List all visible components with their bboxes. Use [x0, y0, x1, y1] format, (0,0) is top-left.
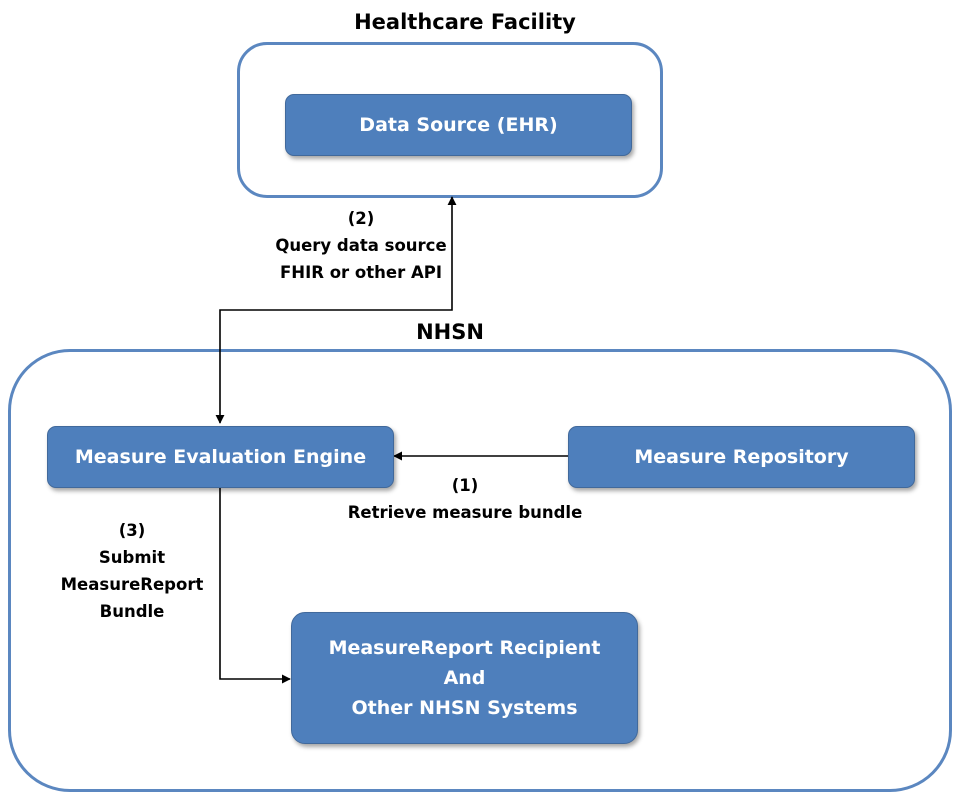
measure-evaluation-engine-node: Measure Evaluation Engine: [47, 426, 394, 488]
measure-repository-label: Measure Repository: [634, 446, 849, 468]
nhsn-title: NHSN: [416, 320, 484, 344]
query-step-title: Query data source: [275, 236, 447, 255]
retrieve-edge-label: (1) Retrieve measure bundle: [330, 472, 600, 526]
measure-repository-node: Measure Repository: [568, 426, 915, 488]
retrieve-step-number: (1): [451, 476, 479, 495]
query-step-detail: FHIR or other API: [280, 263, 442, 282]
recipient-line-2: And: [443, 667, 486, 689]
submit-edge-label: (3) Submit MeasureReport Bundle: [52, 517, 212, 625]
query-step-number: (2): [347, 209, 375, 228]
measurereport-recipient-node: MeasureReport Recipient And Other NHSN S…: [291, 612, 638, 744]
healthcare-facility-title: Healthcare Facility: [354, 10, 576, 34]
submit-step-line-1: Submit: [98, 548, 166, 567]
data-source-ehr-node: Data Source (EHR): [285, 94, 632, 156]
recipient-line-3: Other NHSN Systems: [351, 697, 578, 719]
submit-step-number: (3): [118, 521, 146, 540]
data-source-ehr-label: Data Source (EHR): [359, 114, 558, 136]
retrieve-step-title: Retrieve measure bundle: [347, 503, 583, 522]
submit-step-line-3: Bundle: [99, 602, 165, 621]
recipient-line-1: MeasureReport Recipient: [328, 637, 601, 659]
query-edge-label: (2) Query data source FHIR or other API: [256, 205, 466, 286]
submit-step-line-2: MeasureReport: [60, 575, 204, 594]
measure-evaluation-engine-label: Measure Evaluation Engine: [74, 446, 367, 468]
